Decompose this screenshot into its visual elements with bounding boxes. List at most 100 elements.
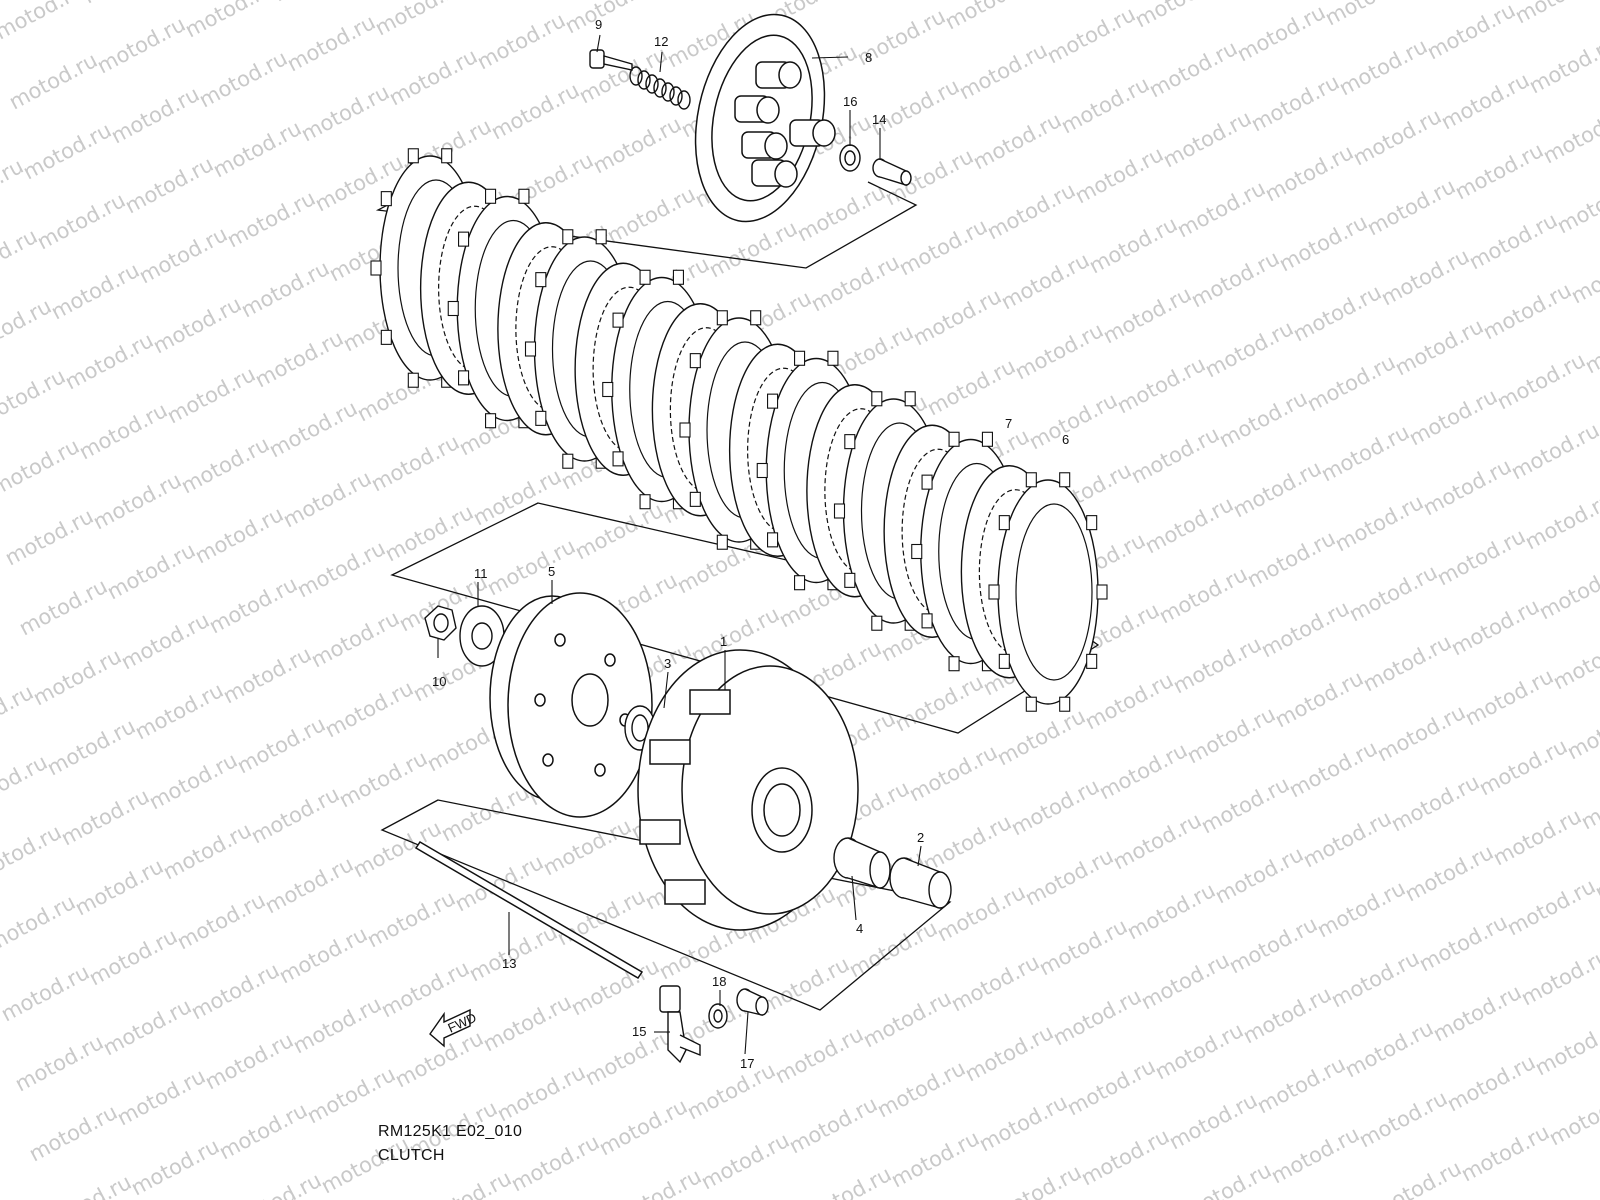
callout-9: 9: [595, 17, 602, 32]
friction-plate-tab: [602, 381, 614, 398]
watermark-text: motod.ru: [195, 46, 291, 112]
watermark-text: motod.ru: [1335, 34, 1431, 100]
friction-plate-tab: [672, 269, 684, 285]
watermark-text: motod.ru: [113, 1064, 209, 1130]
friction-plate-tab: [921, 474, 933, 490]
watermark-text: motod.ru: [317, 1132, 413, 1198]
callout-16: 16: [843, 94, 857, 109]
watermark-text: motod.ru: [1299, 806, 1395, 872]
watermark-text: motod.ru: [93, 12, 189, 78]
watermark-text: motod.ru: [1327, 946, 1423, 1012]
watermark-text: motod.ru: [275, 922, 371, 988]
watermark-text: motod.ru: [1363, 174, 1459, 240]
watermark-text: motod.ru: [909, 284, 1005, 350]
watermark-text: motod.ru: [1535, 558, 1600, 624]
friction-plate-tab: [612, 451, 624, 467]
friction-plate-tab: [1086, 515, 1098, 531]
friction-plate-tab: [794, 575, 806, 591]
watermark-text: motod.ru: [209, 116, 305, 182]
watermark-text: motod.ru: [1475, 734, 1571, 800]
watermark-text: motod.ru: [1545, 1084, 1600, 1150]
watermark-text: motod.ru: [1057, 72, 1153, 138]
friction-plate-tab: [370, 260, 382, 276]
watermark-text: motod.ru: [1331, 490, 1427, 556]
watermark-text: motod.ru: [419, 1166, 515, 1200]
friction-plate-tab: [767, 393, 779, 409]
friction-plate-tab: [998, 653, 1010, 669]
watermark-text: motod.ru: [1377, 244, 1473, 310]
watermark-text: motod.ru: [867, 74, 963, 140]
friction-plate-tab: [948, 431, 960, 447]
watermark-text: motod.ru: [1137, 948, 1233, 1014]
friction-plate-tab: [948, 656, 960, 672]
pressure-pin: [872, 158, 912, 186]
watermark-text: motod.ru: [1261, 140, 1357, 206]
watermark-text: motod.ru: [895, 214, 991, 280]
watermark-text: motod.ru: [983, 178, 1079, 244]
push-rod: [414, 840, 644, 980]
watermark-text: motod.ru: [603, 182, 699, 248]
watermark-text: motod.ru: [493, 1060, 589, 1126]
watermark-text: motod.ru: [1531, 1014, 1600, 1080]
leader-lines: [437, 34, 922, 1055]
friction-plate-tab: [767, 532, 779, 548]
watermark-text: motod.ru: [1429, 980, 1525, 1046]
hub-nut: [424, 605, 457, 641]
watermark-text: motod.ru: [1503, 874, 1599, 940]
watermark-text: motod.ru: [219, 642, 315, 708]
watermark-text: motod.ru: [1215, 386, 1311, 452]
lock-washer: [459, 605, 505, 667]
watermark-text: motod.ru: [1141, 492, 1237, 558]
watermark-text: motod.ru: [269, 0, 365, 6]
watermark-text: motod.ru: [149, 292, 245, 358]
callout-3: 3: [664, 656, 671, 671]
watermark-text: motod.ru: [0, 364, 69, 430]
watermark-text: motod.ru: [1173, 176, 1269, 242]
watermark-text: motod.ru: [131, 678, 227, 744]
watermark-text: motod.ru: [233, 712, 329, 778]
watermark-text: motod.ru: [215, 1098, 311, 1164]
watermark-text: motod.ru: [1391, 314, 1487, 380]
watermark-text: motod.ru: [1165, 1088, 1261, 1154]
watermark-text: motod.ru: [919, 810, 1015, 876]
watermark-text: motod.ru: [1303, 350, 1399, 416]
watermark-text: motod.ru: [0, 820, 65, 886]
friction-plate-tab: [1096, 584, 1108, 600]
callout-13: 13: [502, 956, 516, 971]
watermark-text: motod.ru: [757, 952, 853, 1018]
watermark-text: motod.ru: [487, 78, 583, 144]
watermark-text: motod.ru: [43, 714, 139, 780]
callout-15: 15: [632, 1024, 646, 1039]
watermark-text: motod.ru: [307, 606, 403, 672]
watermark-text: motod.ru: [279, 466, 375, 532]
watermark-text: motod.ru: [479, 990, 575, 1056]
watermark-text: motod.ru: [1289, 280, 1385, 346]
watermark-text: motod.ru: [1317, 420, 1413, 486]
watermark-text: motod.ru: [1267, 1122, 1363, 1188]
watermark-text: motod.ru: [1373, 700, 1469, 766]
watermark-text: motod.ru: [1479, 278, 1575, 344]
friction-plate-tab: [679, 422, 691, 438]
callout-18: 18: [712, 974, 726, 989]
watermark-text: motod.ru: [363, 886, 459, 952]
watermark-text: motod.ru: [1521, 488, 1600, 554]
clutch-plate-stack: [370, 148, 1108, 712]
watermark-text: motod.ru: [451, 850, 547, 916]
friction-plate-tab: [750, 310, 762, 326]
spacer: [889, 857, 952, 909]
watermark-text: motod.ru: [265, 396, 361, 462]
callout-7: 7: [1005, 416, 1012, 431]
watermark-text: motod.ru: [371, 0, 467, 40]
watermark-text: motod.ru: [1511, 0, 1600, 28]
watermark-text: motod.ru: [1201, 316, 1297, 382]
watermark-text: motod.ru: [103, 538, 199, 604]
watermark-text: motod.ru: [989, 1160, 1085, 1200]
friction-plate-tab: [524, 341, 537, 357]
friction-plate-tab: [827, 350, 839, 366]
friction-plate-tab: [1025, 472, 1037, 488]
watermark-text: motod.ru: [581, 1024, 677, 1090]
release-bearing: [839, 144, 861, 172]
watermark-text: motod.ru: [15, 574, 111, 640]
watermark-text: motod.ru: [127, 1134, 223, 1200]
